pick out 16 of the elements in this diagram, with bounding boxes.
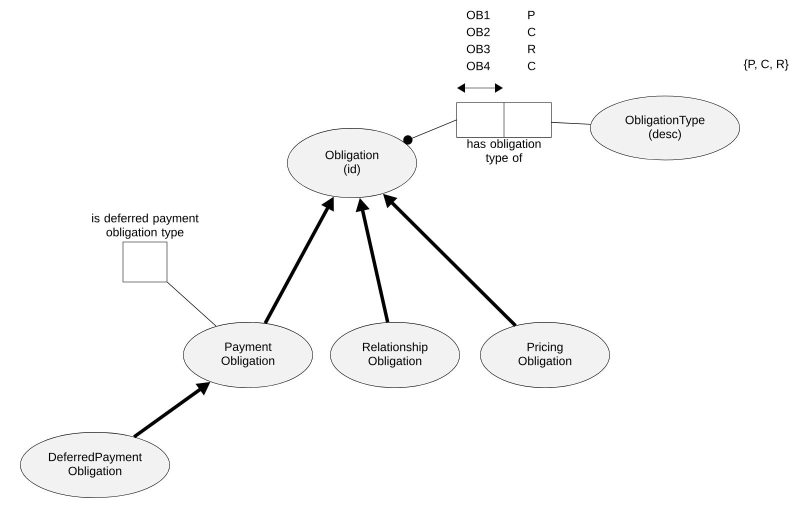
- population-value: P: [528, 10, 535, 20]
- population-value: R: [528, 44, 536, 54]
- population-value: C: [528, 28, 536, 36]
- node-label: has obligation type of: [467, 139, 541, 164]
- fact-type-box: has obligation type of: [456, 102, 552, 164]
- population-value: OB2: [466, 28, 490, 36]
- role-box: is deferred payment obligation type: [92, 214, 199, 282]
- population-value: C: [528, 62, 536, 70]
- node-label: is deferred payment obligation type: [92, 214, 199, 239]
- constraint-label: {P, C, R}: [744, 59, 788, 71]
- population-value: OB1: [466, 10, 490, 20]
- connector: [166, 282, 217, 327]
- connector: [403, 120, 457, 145]
- population-value: OB4: [466, 62, 490, 70]
- population-value: OB3: [466, 44, 490, 54]
- connector: [551, 122, 591, 125]
